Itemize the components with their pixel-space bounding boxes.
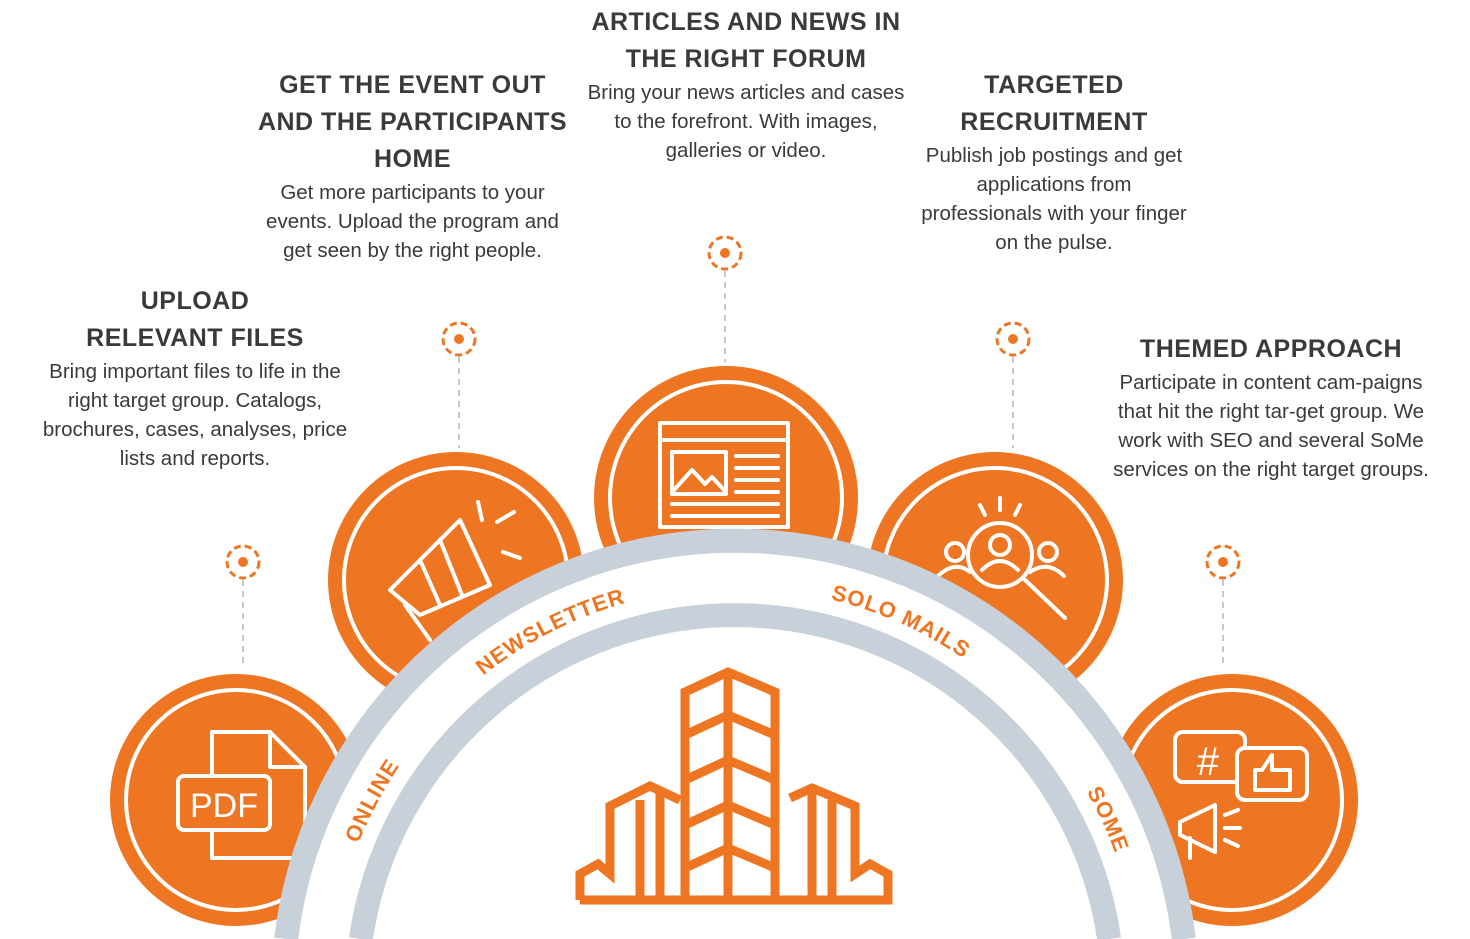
feature-description: Participate in content cam-paigns that h… [1113, 371, 1429, 481]
feature-description: Get more participants to your events. Up… [266, 181, 559, 262]
target-markers [225, 235, 1241, 580]
megaphone-icon [388, 500, 522, 642]
target-marker-icon [225, 544, 261, 580]
feature-title: THEMED APPROACH [1139, 335, 1403, 363]
feature-themed: THEMED APPROACH Participate in content c… [1110, 331, 1432, 484]
feature-description: Bring your news articles and cases to th… [587, 81, 905, 162]
office-buildings-icon [575, 667, 893, 905]
feature-description: Publish job postings and get application… [921, 144, 1187, 254]
target-marker-icon [1205, 544, 1241, 580]
channel-ring [274, 528, 1196, 939]
article-webpage-icon [658, 421, 790, 529]
feature-description: Bring important files to life in the rig… [42, 360, 348, 470]
people-search-icon [936, 496, 1067, 620]
social-media-icon: # [1173, 730, 1309, 860]
pdf-file-icon: PDF [176, 730, 307, 860]
connector-lines [242, 271, 1224, 668]
svg-text:#: # [1197, 740, 1220, 784]
svg-text:PDF: PDF [190, 787, 258, 825]
target-marker-icon [995, 321, 1031, 357]
target-marker-icon [707, 235, 743, 271]
target-marker-icon [441, 321, 477, 357]
